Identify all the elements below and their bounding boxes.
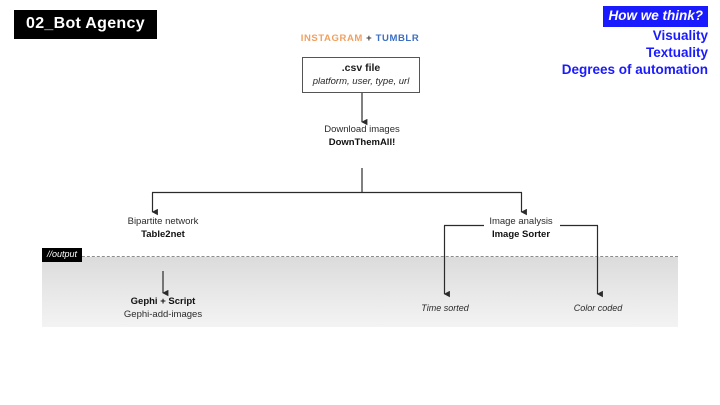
source-platforms-label: INSTAGRAM + TUMBLR <box>0 33 720 44</box>
image-analysis-line1: Image analysis <box>489 216 553 227</box>
image-analysis-node: Image analysis Image Sorter <box>450 216 592 241</box>
output-badge: //output <box>42 248 83 262</box>
csv-file-node: .csv file platform, user, type, url <box>302 57 420 93</box>
gephi-script-node: Gephi + Script Gephi-add-images <box>93 296 233 321</box>
output-divider <box>42 256 678 257</box>
bipartite-network-line2: Table2net <box>141 228 185 240</box>
download-images-node: Download images DownThemAll! <box>282 124 442 149</box>
output-band <box>42 257 678 327</box>
source-separator: + <box>362 33 376 44</box>
bipartite-network-node: Bipartite network Table2net <box>92 216 234 241</box>
slide-title-badge: 02_Bot Agency <box>14 10 157 39</box>
leaf-time-sorted: Time sorted <box>421 303 469 313</box>
csv-file-fields: platform, user, type, url <box>312 75 410 87</box>
source-tumblr-label: TUMBLR <box>375 33 420 44</box>
think-item-textuality: Textuality <box>645 44 708 60</box>
image-analysis-line2: Image Sorter <box>491 228 551 240</box>
leaf-color-coded: Color coded <box>573 303 623 313</box>
source-instagram-label: INSTAGRAM <box>300 33 363 44</box>
how-we-think-heading: How we think? <box>602 6 708 27</box>
download-images-line2: DownThemAll! <box>328 136 396 148</box>
csv-file-title: .csv file <box>341 62 381 74</box>
bipartite-network-line1: Bipartite network <box>127 216 199 227</box>
think-item-visuality: Visuality <box>652 27 708 43</box>
gephi-script-line2: Gephi-add-images <box>123 308 203 320</box>
gephi-script-line1: Gephi + Script <box>130 296 196 307</box>
how-we-think-panel: How we think? Visuality Textuality Degre… <box>562 6 708 78</box>
download-images-line1: Download images <box>324 124 400 135</box>
think-item-degrees-of-automation: Degrees of automation <box>561 61 708 77</box>
